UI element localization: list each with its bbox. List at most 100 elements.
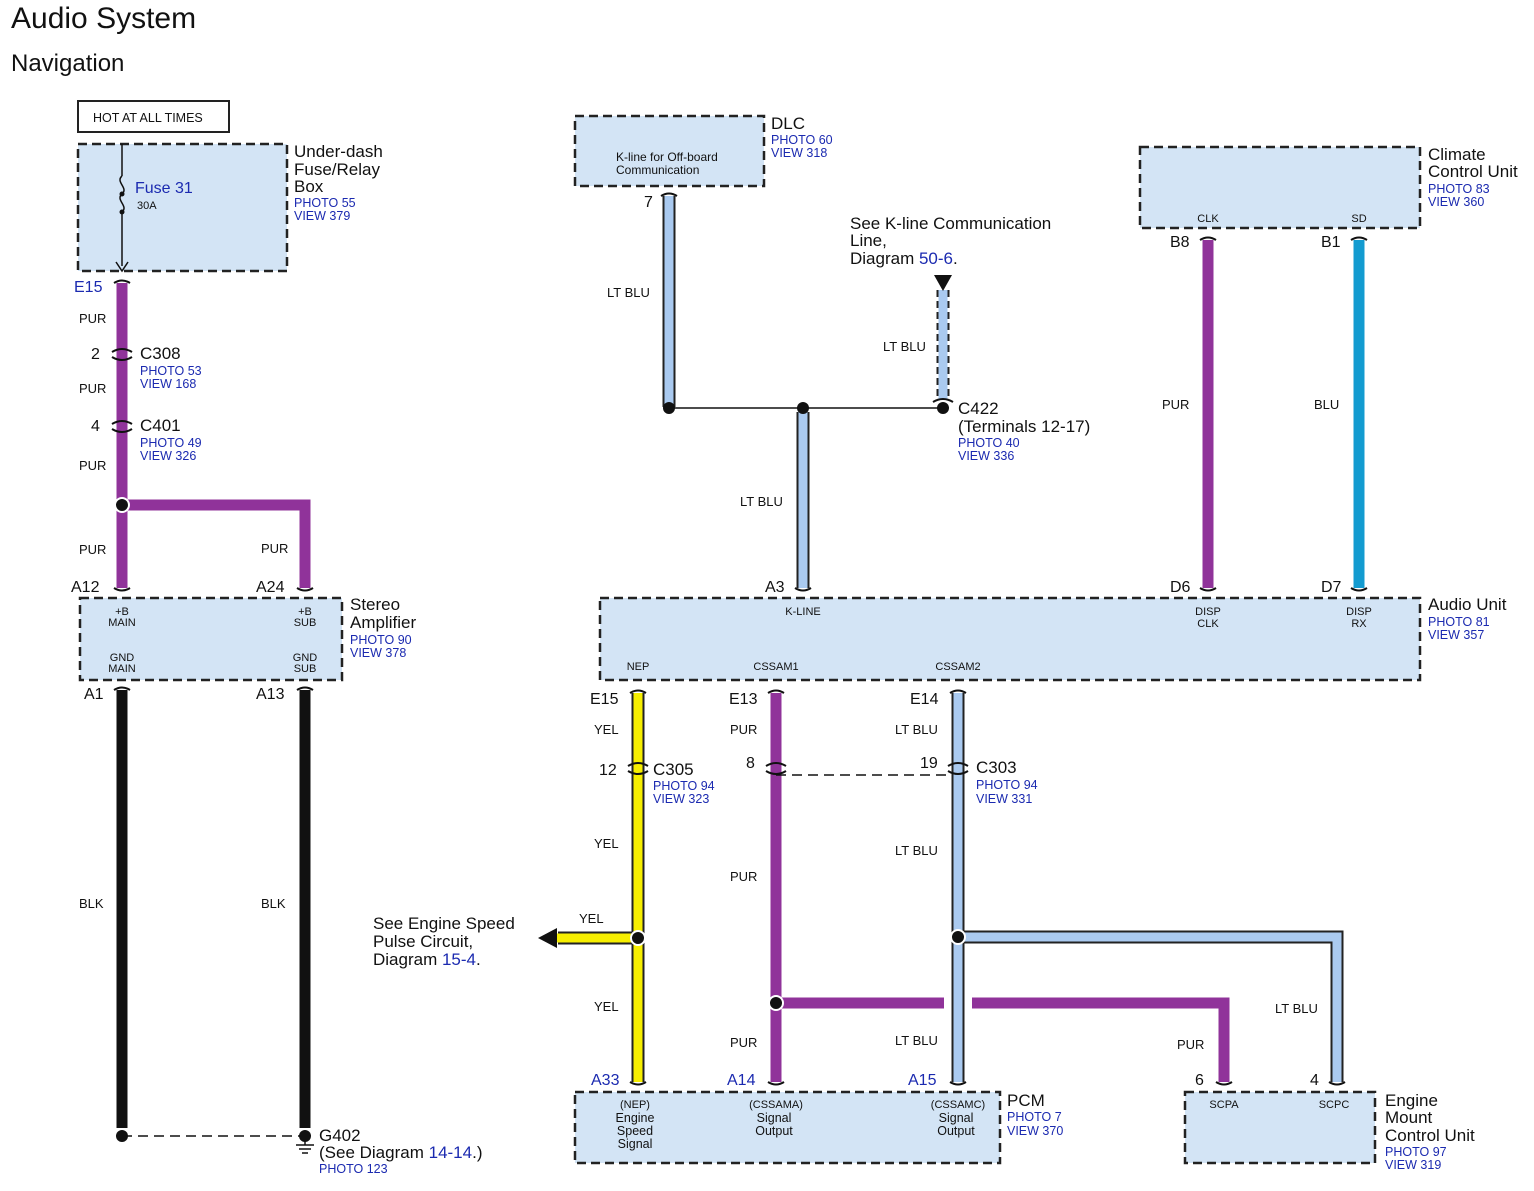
arrow-left-icon: [538, 928, 557, 948]
g402-photo-link[interactable]: PHOTO 123: [319, 1162, 388, 1176]
audio-pin-cssam2: CSSAM2: [935, 661, 980, 673]
esp-diagram-link[interactable]: 15-4: [442, 950, 476, 969]
splice-point: [663, 402, 675, 414]
c305-label: C305: [653, 760, 694, 779]
pin-d7: D7: [1321, 579, 1342, 596]
splice-point: [116, 1130, 128, 1142]
emcu-photo-link[interactable]: PHOTO 97: [1385, 1145, 1447, 1159]
wire-label-ltblu: LT BLU: [740, 494, 783, 509]
wire-label-yel: YEL: [594, 836, 619, 851]
pin-emcu-4: 4: [1310, 1072, 1319, 1089]
pin-e14: E14: [910, 691, 939, 708]
c305-view-link[interactable]: VIEW 323: [653, 792, 709, 806]
audio-pin-disprx-line2: RX: [1351, 618, 1367, 630]
wire-label-pur: PUR: [79, 381, 106, 396]
pin-c401-4: 4: [91, 418, 100, 435]
wire-label-pur: PUR: [730, 722, 757, 737]
kline-diagram-link[interactable]: 50-6: [919, 249, 953, 268]
pcm-name: PCM: [1007, 1091, 1045, 1110]
esp-note-line3: Diagram 15-4.: [373, 950, 481, 969]
dlc-box[interactable]: [573, 114, 766, 188]
audio-pin-dispclk-line2: CLK: [1197, 618, 1219, 630]
wire-label-ltblu: LT BLU: [607, 285, 650, 300]
amp-pin-bmain-line2: MAIN: [108, 617, 136, 629]
c401-photo-link[interactable]: PHOTO 49: [140, 436, 202, 450]
audio-pin-cssam1: CSSAM1: [753, 661, 798, 673]
c303-photo-link[interactable]: PHOTO 94: [976, 778, 1038, 792]
fuse-relay-box[interactable]: [76, 142, 289, 273]
hot-at-all-times-box: [77, 100, 230, 133]
page-subtitle: Navigation: [11, 50, 125, 77]
pin-d6: D6: [1170, 579, 1191, 596]
wire-color-labels: PUR PUR PUR PUR PUR BLK BLK LT BLU LT BL…: [79, 285, 1339, 1052]
c401-view-link[interactable]: VIEW 326: [140, 449, 196, 463]
audio-unit-view-link[interactable]: VIEW 357: [1428, 628, 1484, 642]
fusebox-photo-link[interactable]: PHOTO 55: [294, 196, 356, 210]
g402-label: G402: [319, 1126, 361, 1145]
pcm-pin-a15-line3: Output: [937, 1124, 975, 1138]
pin-a13: A13: [256, 686, 285, 703]
climate-view-link[interactable]: VIEW 360: [1428, 195, 1484, 209]
pin-a15: A15: [908, 1072, 937, 1089]
amp-pin-gsub-line2: SUB: [294, 663, 317, 675]
dlc-photo-link[interactable]: PHOTO 60: [771, 133, 833, 147]
wire-label-ltblu: LT BLU: [883, 339, 926, 354]
audio-unit-photo-link[interactable]: PHOTO 81: [1428, 615, 1490, 629]
c308-photo-link[interactable]: PHOTO 53: [140, 364, 202, 378]
pin-a12: A12: [71, 579, 100, 596]
pcm-photo-link[interactable]: PHOTO 7: [1007, 1110, 1062, 1124]
inline-connector-icon: [111, 420, 133, 433]
pin-e13: E13: [729, 691, 758, 708]
climate-control-unit-box[interactable]: [1138, 145, 1422, 230]
c422-photo-link[interactable]: PHOTO 40: [958, 436, 1020, 450]
emcu-name-line1: Engine: [1385, 1091, 1438, 1110]
fusebox-view-link[interactable]: VIEW 379: [294, 209, 350, 223]
wire-label-pur: PUR: [79, 542, 106, 557]
audio-unit-name: Audio Unit: [1428, 595, 1507, 614]
c303-view-link[interactable]: VIEW 331: [976, 792, 1032, 806]
engine-mount-control-unit-box[interactable]: [1183, 1090, 1377, 1165]
pcm-view-link[interactable]: VIEW 370: [1007, 1124, 1063, 1138]
amp-view-link[interactable]: VIEW 378: [350, 646, 406, 660]
splice-point: [630, 930, 646, 946]
stereo-amplifier-box[interactable]: [78, 596, 344, 682]
dlc-name: DLC: [771, 114, 805, 133]
pcm-box[interactable]: [573, 1090, 1002, 1165]
fusebox-name-line1: Under-dash: [294, 142, 383, 161]
emcu-name-line2: Mount: [1385, 1108, 1433, 1127]
wire-label-pur: PUR: [730, 869, 757, 884]
pcm-pin-a33-line3: Speed: [617, 1124, 653, 1138]
inline-connector-icon: [765, 762, 787, 775]
pin-b1: B1: [1321, 234, 1341, 251]
kline-note-line1: See K-line Communication: [850, 214, 1051, 233]
splice-dots: [114, 402, 966, 1142]
arrow-down-icon: [934, 275, 952, 291]
g402-diagram-link[interactable]: 14-14: [429, 1143, 472, 1162]
emcu-view-link[interactable]: VIEW 319: [1385, 1158, 1441, 1172]
dlc-view-link[interactable]: VIEW 318: [771, 146, 827, 160]
wire-label-blu: BLU: [1314, 397, 1339, 412]
c305-photo-link[interactable]: PHOTO 94: [653, 779, 715, 793]
climate-pin-sd: SD: [1351, 213, 1366, 225]
climate-pin-clk: CLK: [1197, 213, 1219, 225]
splice-point: [797, 402, 809, 414]
pin-a3: A3: [765, 579, 785, 596]
pin-b8: B8: [1170, 234, 1190, 251]
c422-view-link[interactable]: VIEW 336: [958, 449, 1014, 463]
audio-unit-box[interactable]: [598, 596, 1422, 682]
pcm-pin-a15-line1: (CSSAMC): [931, 1099, 985, 1111]
amp-pin-gsub-line1: GND: [293, 652, 318, 664]
climate-name-line2: Control Unit: [1428, 162, 1518, 181]
pcm-pin-a14-line3: Output: [755, 1124, 793, 1138]
emcu-pin-scpc: SCPC: [1319, 1099, 1350, 1111]
amp-photo-link[interactable]: PHOTO 90: [350, 633, 412, 647]
climate-photo-link[interactable]: PHOTO 83: [1428, 182, 1490, 196]
page-title: Audio System: [11, 2, 197, 35]
connector-terminals: [111, 192, 1368, 1086]
inline-connector-icon: [111, 348, 133, 361]
wire-label-pur: PUR: [1177, 1037, 1204, 1052]
amp-pin-gmain-line2: MAIN: [108, 663, 136, 675]
fuse-label: Fuse 31: [135, 180, 193, 197]
c422-terminals: (Terminals 12-17): [958, 417, 1090, 436]
c308-view-link[interactable]: VIEW 168: [140, 377, 196, 391]
